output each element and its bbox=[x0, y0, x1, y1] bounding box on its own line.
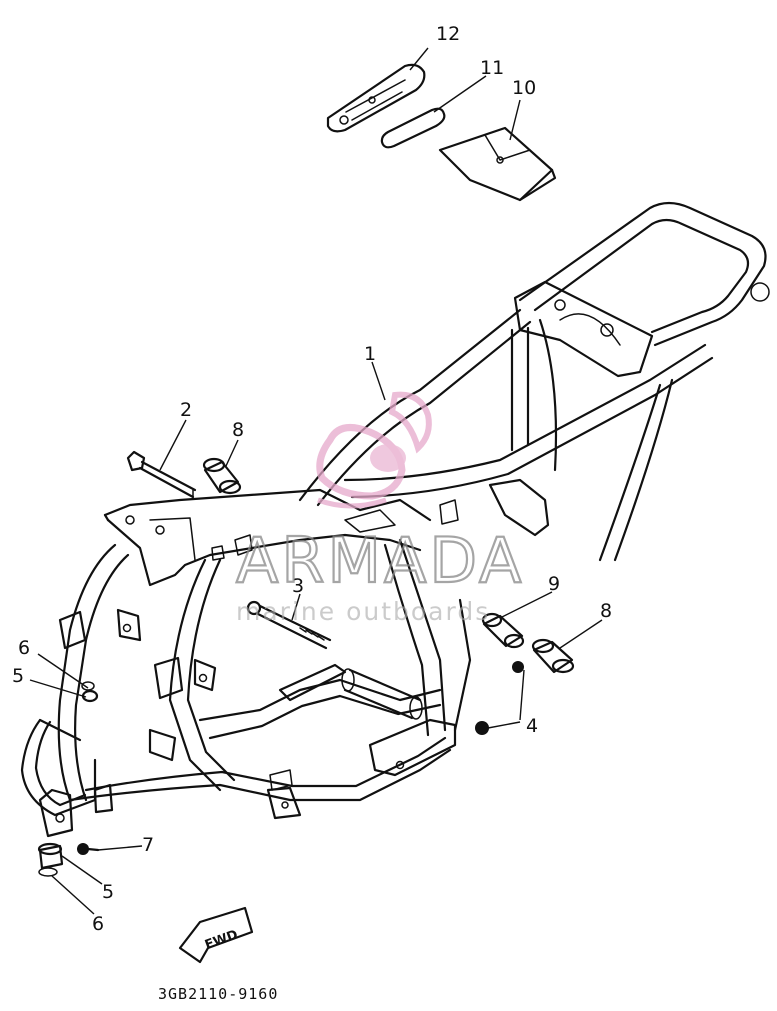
part-2-bolt bbox=[126, 450, 197, 499]
part-7-bolt bbox=[77, 843, 100, 855]
part-6-washer-lower bbox=[38, 867, 58, 877]
callout-3: 3 bbox=[292, 575, 304, 597]
leader-lines bbox=[29, 47, 603, 915]
part-4-nuts bbox=[475, 661, 524, 735]
part-8-collar-upper bbox=[202, 457, 242, 495]
part-3-bolt bbox=[246, 600, 332, 650]
callout-5-upper: 5 bbox=[12, 665, 24, 687]
callout-5-lower: 5 bbox=[102, 881, 114, 903]
callout-11: 11 bbox=[480, 57, 504, 79]
part-5-bushing-lower bbox=[37, 842, 64, 870]
callout-9: 9 bbox=[548, 573, 560, 595]
callout-1: 1 bbox=[364, 343, 376, 365]
fwd-label: FWD bbox=[203, 927, 240, 953]
callout-10: 10 bbox=[512, 77, 536, 99]
watermark-tagline: marine outboards bbox=[236, 597, 490, 626]
callout-labels: 12 11 10 1 2 8 3 9 8 4 6 5 7 5 6 bbox=[12, 23, 612, 935]
watermark: ARMADA marine outboards bbox=[235, 391, 524, 626]
part-9-collar bbox=[481, 612, 525, 649]
diagram-code: 3GB2110-9160 bbox=[158, 985, 278, 1003]
callout-2: 2 bbox=[180, 399, 192, 421]
part-12-tool-holder bbox=[326, 63, 426, 133]
watermark-brand: ARMADA bbox=[236, 524, 524, 597]
fwd-arrow: FWD bbox=[178, 906, 254, 964]
part-11-strap bbox=[380, 107, 446, 149]
watermark-logo-icon bbox=[316, 391, 432, 509]
callout-4: 4 bbox=[526, 715, 538, 737]
callout-6-lower: 6 bbox=[92, 913, 104, 935]
callout-8-upper: 8 bbox=[232, 419, 244, 441]
frame-assembly bbox=[20, 201, 770, 838]
callout-7: 7 bbox=[142, 834, 154, 856]
part-10-tool-bag bbox=[438, 126, 557, 202]
part-8-collar-right bbox=[531, 638, 575, 674]
callout-12: 12 bbox=[436, 23, 460, 45]
callout-8-right: 8 bbox=[600, 600, 612, 622]
callout-6-upper: 6 bbox=[18, 637, 30, 659]
